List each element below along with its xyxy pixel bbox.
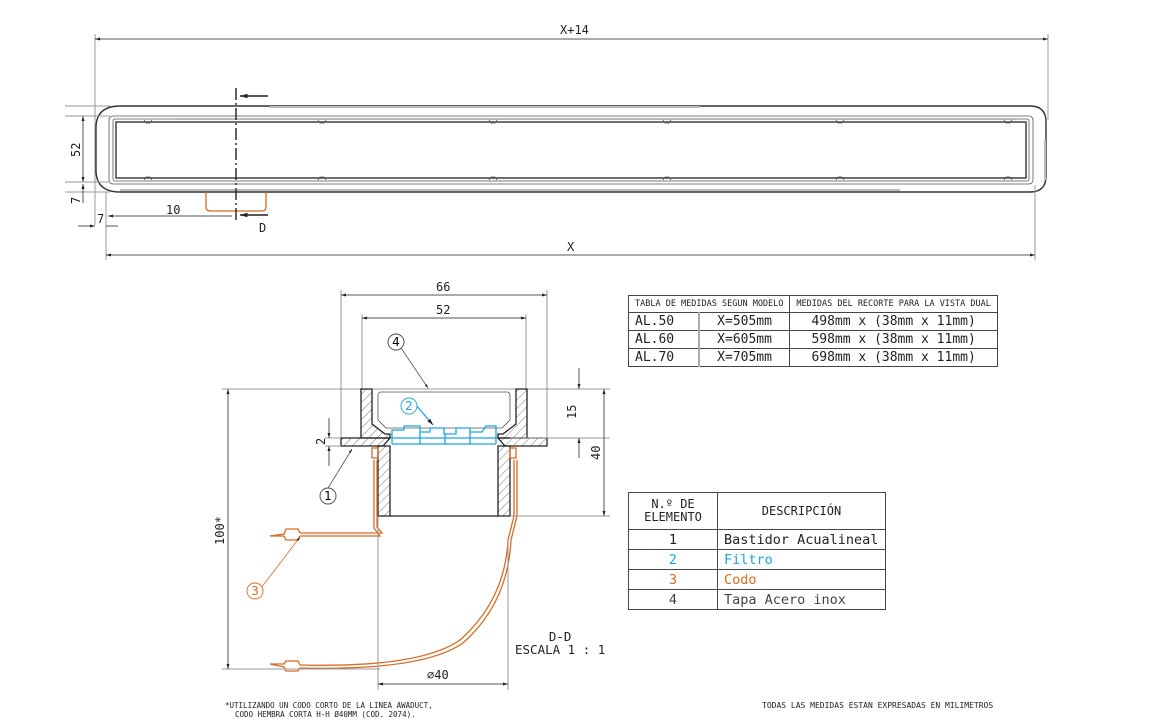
footnote-line1: *UTILIZANDO UN CODO CORTO DE LA LINEA AW…: [225, 701, 433, 710]
frame-flange-left: [340, 437, 392, 447]
table-row: AL.60 X=605mm 598mm x (38mm x 11mm): [627, 330, 998, 349]
dim-label-height: 52: [69, 143, 83, 157]
footnote-line2: CODO HEMBRA CORTA H-H Ø40MM (COD. 2074).: [235, 710, 416, 719]
dim-label-outer-width: 66: [436, 280, 450, 294]
table-row: AL.70 X=705mm 698mm x (38mm x 11mm): [627, 348, 998, 367]
cell-element-description: Codo: [717, 569, 886, 590]
channel-grate: [115, 121, 1027, 179]
section-label: D-D ESCALA 1 : 1: [515, 630, 605, 656]
section-title: D-D: [548, 629, 572, 644]
channel-inner-rim: [108, 115, 1034, 185]
channel-grate-outline: [112, 118, 1030, 182]
dim-label-inner-width: 52: [436, 303, 450, 317]
leader-line-1: [327, 448, 353, 489]
cell-x: X=505mm: [698, 312, 791, 331]
table-row: 2 Filtro: [628, 549, 886, 570]
table-row: 4 Tapa Acero inox: [628, 589, 886, 610]
balloon-3-label: 3: [251, 584, 259, 598]
leader-line-3: [260, 536, 301, 589]
cell-x: X=605mm: [698, 330, 791, 349]
model-dimensions-table: TABLA DE MEDIDAS SEGUN MODELO MEDIDAS DE…: [627, 295, 998, 367]
dim-label-body-depth: 40: [589, 446, 603, 460]
dim-label-flange-thickness: 2: [314, 438, 328, 445]
section-marker-label: D: [259, 221, 266, 235]
balloon-4-label: 4: [392, 335, 400, 349]
leader-line-2: [415, 404, 434, 426]
dim-label-bottom-offset: 7: [69, 197, 83, 204]
dim-label-total-height: 100*: [213, 516, 227, 545]
cell-model: AL.60: [627, 330, 700, 349]
header-num-line2: ELEMENTO: [644, 510, 702, 524]
dim-label-overall-width: X+14: [560, 23, 589, 37]
leader-line-4: [400, 347, 429, 389]
cell-element-description: Bastidor Acualineal: [717, 529, 886, 550]
frame-wall-right: [497, 388, 528, 439]
header-num-line1: N.º DE: [651, 497, 695, 511]
cell-model: AL.70: [627, 348, 700, 367]
dim-label-outlet-diameter: ∅40: [427, 668, 449, 682]
footnote: *UTILIZANDO UN CODO CORTO DE LA LINEA AW…: [225, 701, 433, 719]
header-element-number: N.º DE ELEMENTO: [628, 492, 718, 530]
frame-wall-left: [360, 388, 391, 439]
top-view: X+14 D 52: [65, 23, 1049, 260]
balloon-1-label: 1: [324, 489, 332, 503]
table-row: AL.50 X=505mm 498mm x (38mm x 11mm): [627, 312, 998, 331]
channel-outer-frame: [95, 105, 1047, 193]
cell-element-description: Tapa Acero inox: [717, 589, 886, 610]
cell-cut: 498mm x (38mm x 11mm): [789, 312, 998, 331]
cell-cut: 698mm x (38mm x 11mm): [789, 348, 998, 367]
table-header-row: TABLA DE MEDIDAS SEGUN MODELO MEDIDAS DE…: [627, 295, 998, 313]
cell-element-number: 2: [628, 549, 718, 570]
units-note: TODAS LAS MEDIDAS ESTAN EXPRESADAS EN MI…: [762, 701, 994, 710]
cell-x: X=705mm: [698, 348, 791, 367]
table-row: 1 Bastidor Acualineal: [628, 529, 886, 550]
table-row: 3 Codo: [628, 569, 886, 590]
section-scale: ESCALA 1 : 1: [515, 642, 606, 657]
section-view: 66 52: [213, 280, 610, 690]
dim-label-top-depth: 15: [565, 405, 579, 419]
frame-flange-right: [496, 437, 548, 447]
grate-tabs: [143, 119, 1013, 181]
header-cut: MEDIDAS DEL RECORTE PARA LA VISTA DUAL: [789, 295, 998, 313]
cover-plate: [377, 391, 511, 429]
elbow-part: [269, 447, 518, 672]
cell-element-number: 1: [628, 529, 718, 550]
pipe-wall-left: [377, 445, 391, 517]
cell-cut: 598mm x (38mm x 11mm): [789, 330, 998, 349]
dim-label-outlet-position: 10: [166, 203, 180, 217]
balloon-4: [387, 333, 405, 351]
element-list-table: N.º DE ELEMENTO DESCRIPCIÓN 1 Bastidor A…: [628, 492, 886, 610]
header-model: TABLA DE MEDIDAS SEGUN MODELO: [627, 295, 791, 313]
balloon-2-label: 2: [405, 399, 413, 413]
header-description: DESCRIPCIÓN: [717, 492, 886, 530]
cell-element-number: 3: [628, 569, 718, 590]
dim-label-left-offset: 7: [97, 212, 104, 226]
balloon-3: [246, 582, 264, 600]
balloon-1: [319, 487, 337, 505]
cell-element-description: Filtro: [717, 549, 886, 570]
pipe-wall-right: [497, 445, 511, 517]
filter-part: [391, 425, 497, 445]
cell-model: AL.50: [627, 312, 700, 331]
table-header-row: N.º DE ELEMENTO DESCRIPCIÓN: [628, 492, 886, 530]
dim-label-inner-width: X: [567, 240, 575, 254]
cell-element-number: 4: [628, 589, 718, 610]
balloon-2: [400, 397, 418, 415]
